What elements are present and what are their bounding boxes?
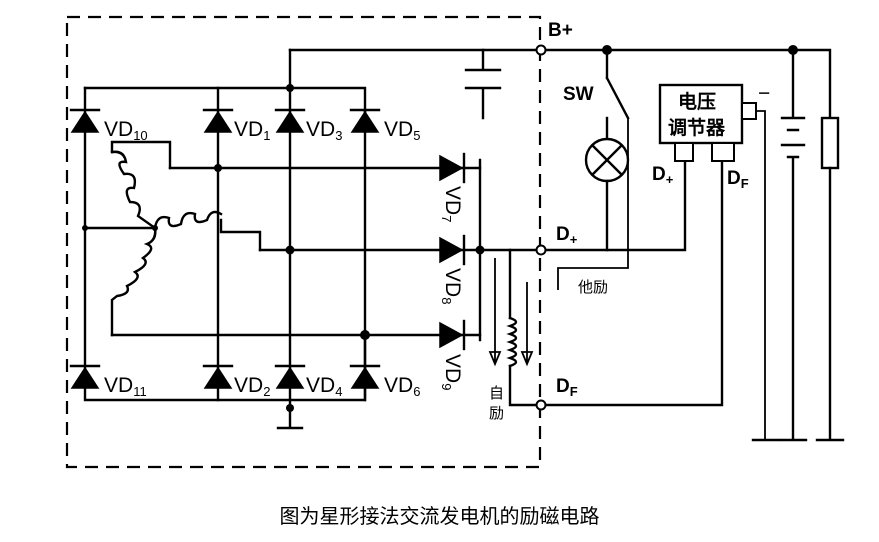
label-vd2: VD2 [234,374,270,399]
current-arrow [520,282,534,367]
junction-dot [214,164,222,172]
label-vd9: VD9 [439,354,464,390]
df-wire-outside [543,158,724,407]
junction-dot [82,225,88,231]
junction-dot [285,245,295,255]
diode-vd9 [439,319,466,351]
diode-vd3 [274,108,306,133]
winding-a [110,150,157,230]
diode-vd10 [69,108,101,133]
df-terminal [535,399,547,411]
junction-dot [360,330,370,340]
label-reg-df: DF [727,168,749,191]
diode-vd7 [439,152,466,184]
load-resistor [820,116,840,170]
load-ground [815,166,845,442]
label-sw: SW [563,84,594,105]
winding-c [110,226,157,337]
reg-d-plus-pin [674,142,694,162]
b-plus-terminal [535,44,547,56]
label-df: DF [556,376,578,399]
label-vd4: VD4 [306,374,342,399]
label-vd6: VD6 [384,374,420,399]
junction-dot [286,404,294,412]
reg-ground-pin [741,102,757,120]
d-plus-wire-outside [543,158,687,252]
label-minus: − [758,82,770,105]
winding-a-lead [110,140,172,170]
label-vd7: VD7 [439,186,464,222]
reg-df-pin [711,142,735,162]
label-self-excitation-1: 自 [489,384,504,402]
d-plus-terminal [535,244,547,256]
diode-vd1 [202,108,234,133]
label-b-plus: B+ [548,20,573,41]
winding-b [153,210,223,230]
diode-vd6 [349,364,381,389]
b-plus-wire-outside [543,48,832,120]
label-vd8: VD8 [439,268,464,304]
lamp-cross [591,144,623,176]
diode-vd2 [202,364,234,389]
label-reg-d-plus: D+ [652,164,674,187]
diode-vd8 [439,234,466,266]
field-winding [506,316,518,368]
diode-vd4 [274,364,306,389]
label-vd5: VD5 [384,118,420,143]
figure-caption: 图为星形接法交流发电机的励磁电路 [279,504,600,528]
regulator-text-1: 电压 [678,90,716,113]
winding-b-lead [219,218,262,252]
switch-sw [605,48,630,120]
reg-ground-wire [756,110,766,440]
diode-vd11 [69,364,101,389]
diode-vd5 [349,108,381,133]
label-self-excitation-2: 励 [489,404,504,422]
battery [778,48,808,442]
top-bus [83,86,367,114]
capacitor [464,48,502,120]
generator-boundary [65,15,542,469]
regulator-text-2: 调节器 [668,117,726,139]
self-excitation-arrow [488,258,502,367]
label-vd3: VD3 [306,118,342,143]
label-d-plus: D+ [556,224,578,247]
field-wire-bottom [508,364,539,407]
label-vd1: VD1 [234,118,270,143]
junction-dot [152,225,158,231]
ext-excitation-wire [557,118,629,290]
label-vd10: VD10 [104,118,148,143]
label-ext-excitation: 他励 [578,278,608,296]
junction-dot [286,84,294,92]
voltage-regulator [658,83,744,145]
junction-dot [475,245,485,255]
label-vd11: VD11 [104,374,147,399]
